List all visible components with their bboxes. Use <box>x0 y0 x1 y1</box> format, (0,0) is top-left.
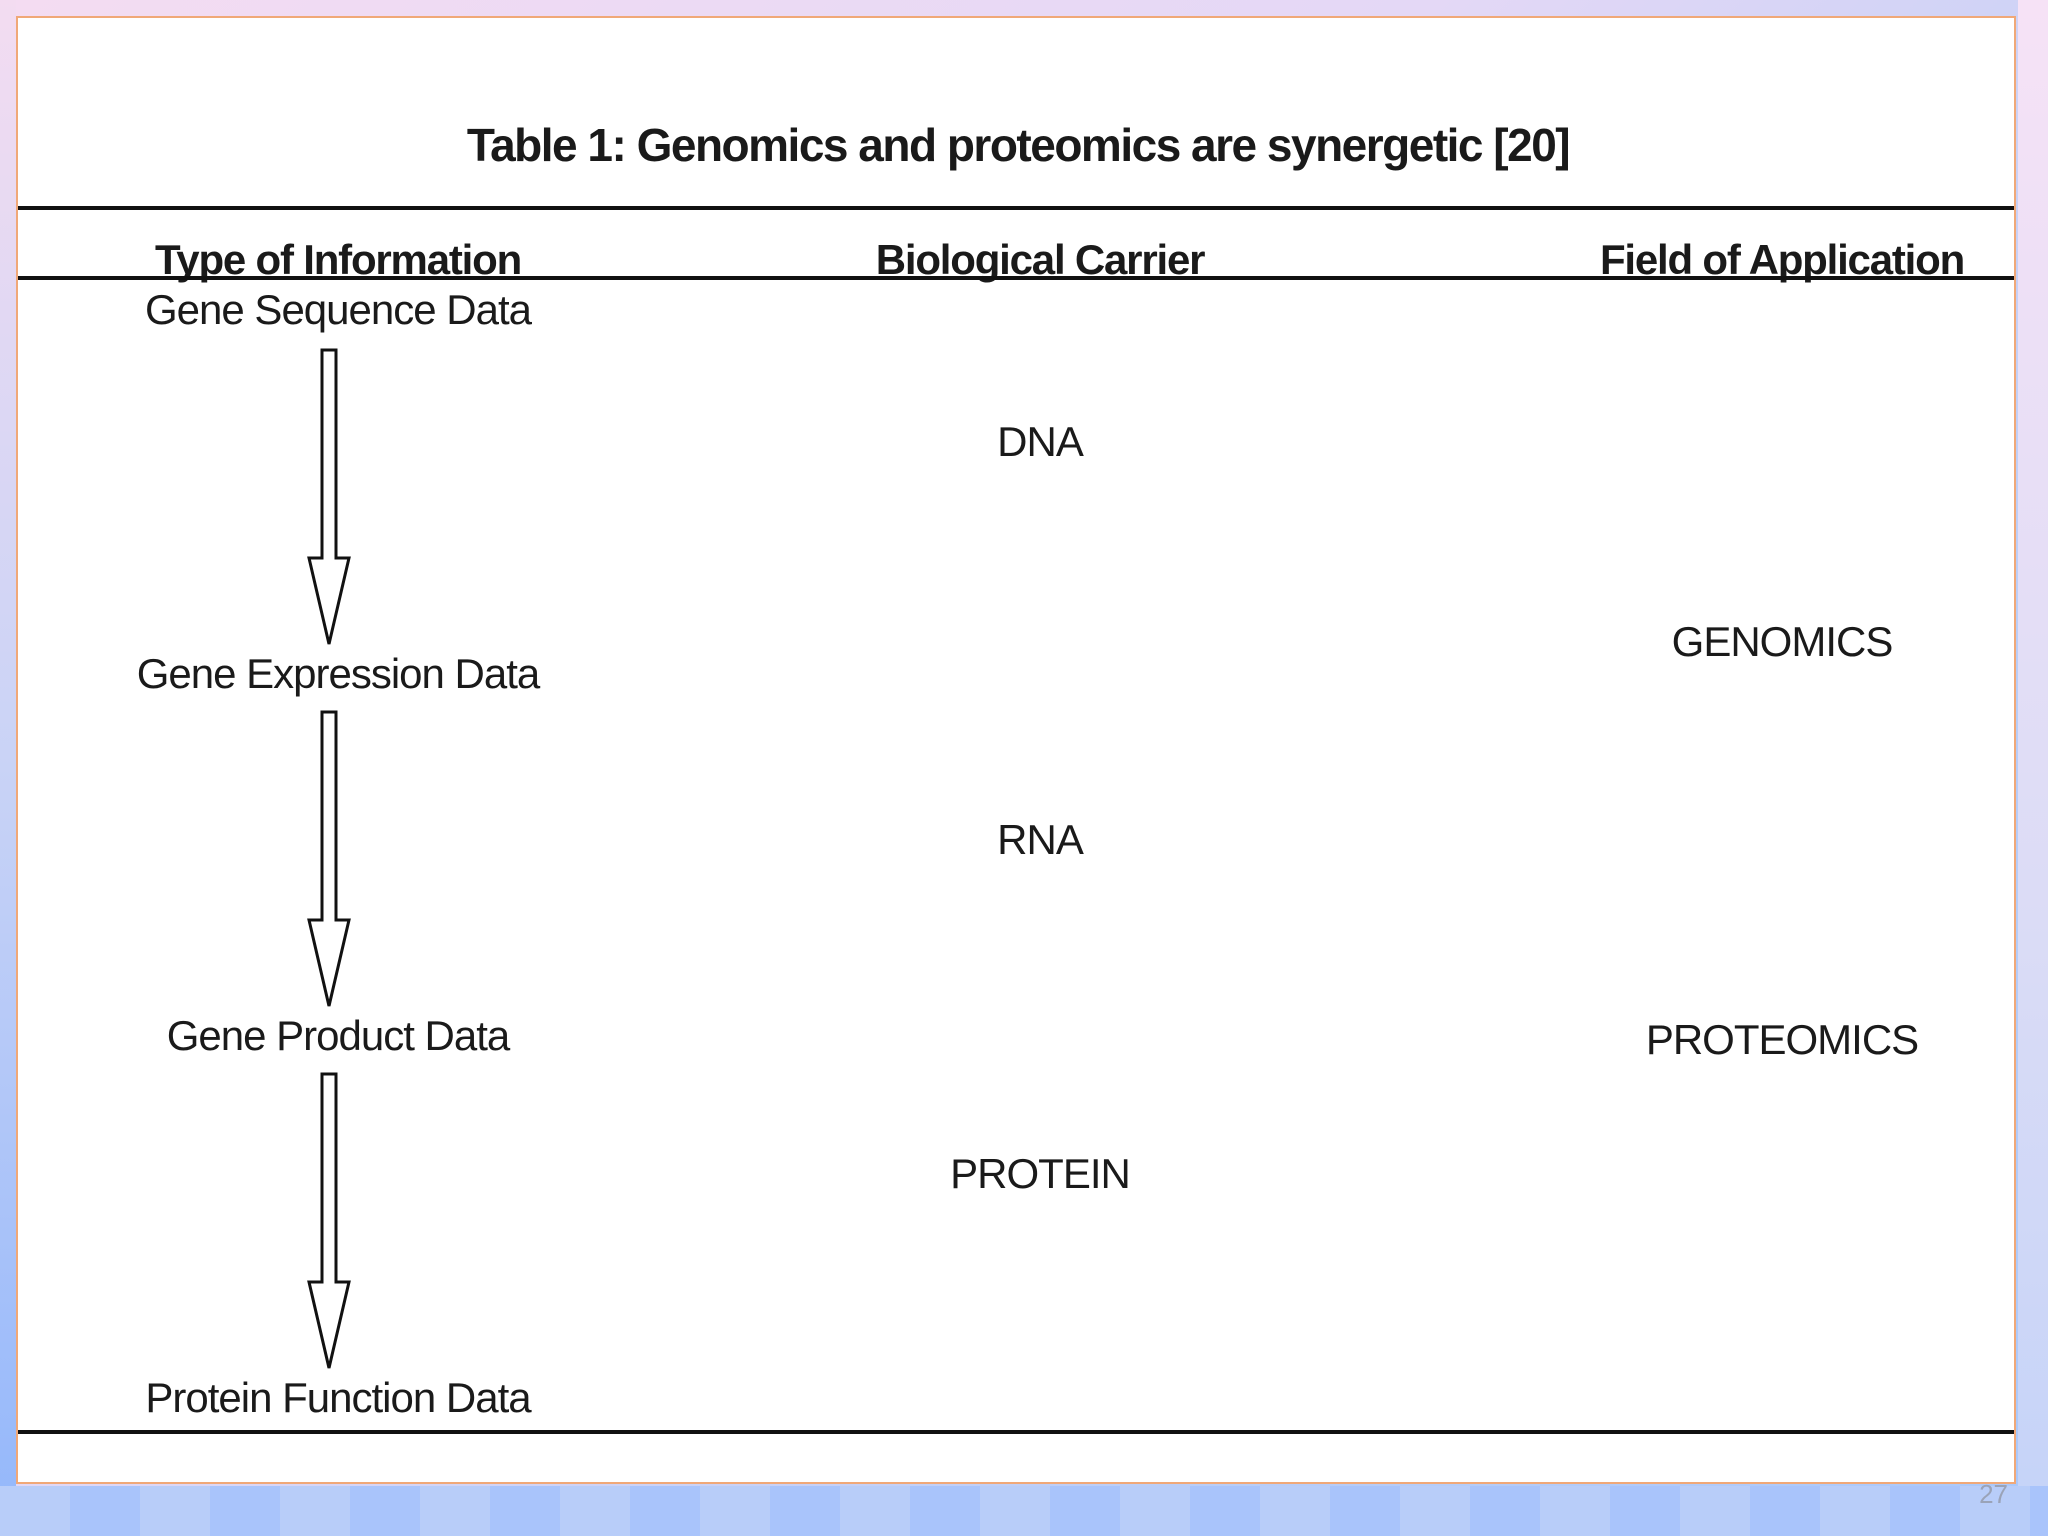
left-background-strip <box>0 0 16 1536</box>
down-arrow-icon <box>307 710 351 1007</box>
bottom-background-strip <box>0 1486 2048 1536</box>
down-arrow-icon <box>307 348 351 645</box>
carrier-dna: DNA <box>997 418 1084 465</box>
table-top-rule <box>18 206 2014 210</box>
header-biological-carrier: Biological Carrier <box>875 236 1206 283</box>
page-number: 27 <box>1979 1479 2008 1509</box>
header-bottom-rule <box>18 276 2014 280</box>
header-field-of-application: Field of Application <box>1599 236 1965 283</box>
info-gene-sequence-data: Gene Sequence Data <box>145 286 532 333</box>
field-proteomics: PROTEOMICS <box>1645 1016 1919 1063</box>
header-type-of-information: Type of Information <box>154 236 522 283</box>
right-background-strip <box>2018 0 2048 1536</box>
table-title: Table 1: Genomics and proteomics are syn… <box>466 119 1571 171</box>
info-gene-product-data: Gene Product Data <box>166 1012 511 1059</box>
field-genomics: GENOMICS <box>1671 618 1894 665</box>
info-gene-expression-data: Gene Expression Data <box>136 650 541 697</box>
info-protein-function-data: Protein Function Data <box>145 1374 531 1421</box>
carrier-rna: RNA <box>997 816 1084 863</box>
table-bottom-rule <box>18 1430 2014 1434</box>
slide: Table 1: Genomics and proteomics are syn… <box>16 16 2016 1484</box>
down-arrow-icon <box>307 1072 351 1369</box>
carrier-protein: PROTEIN <box>950 1150 1131 1197</box>
